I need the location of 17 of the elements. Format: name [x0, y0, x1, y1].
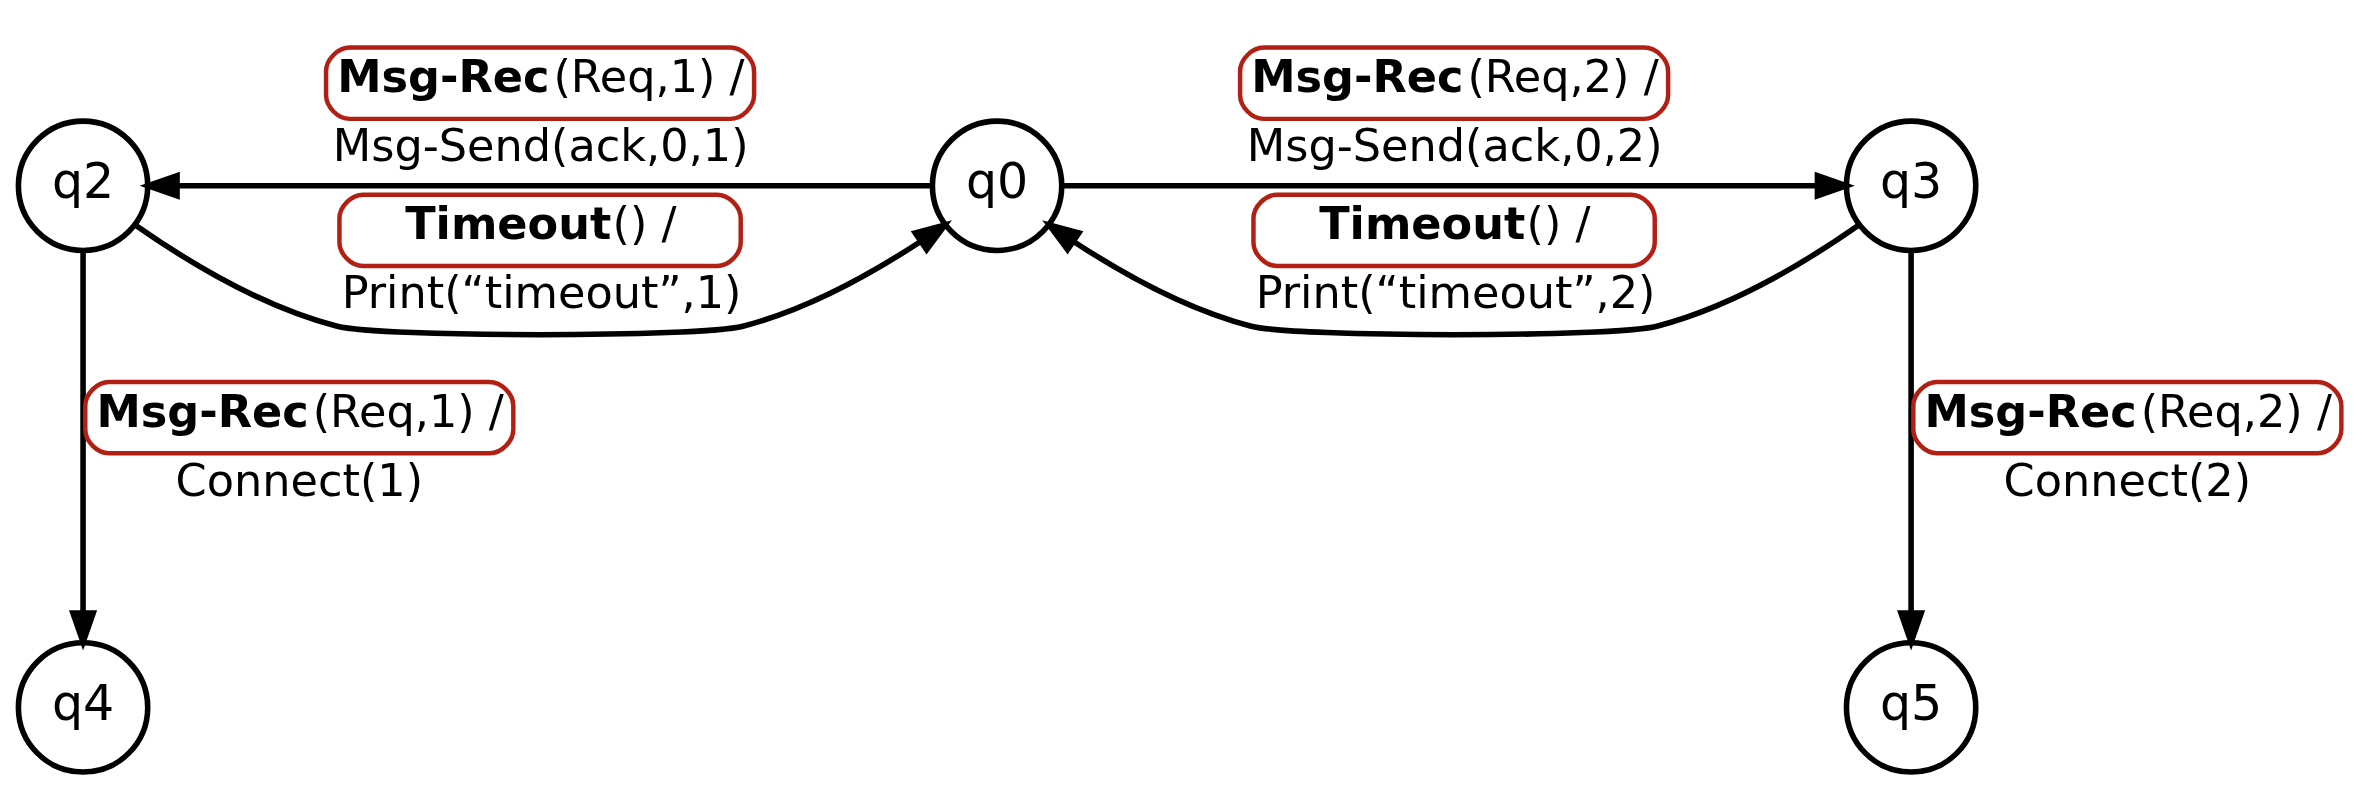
arrow [133, 219, 952, 337]
node-circle: q5 [1843, 639, 1979, 775]
arrow [69, 250, 98, 650]
edge-label: Timeout() / Print(“timeout”,1) [341, 197, 742, 319]
node-circle: q4 [15, 639, 151, 775]
arrow [139, 171, 933, 200]
edge-label: Msg-Rec(Req,2) / Connect(2) [1924, 385, 2332, 507]
edge-label: Msg-Rec(Req,2) / Msg-Send(ack,0,2) [1246, 50, 1663, 172]
arrow [1062, 171, 1855, 200]
edge-label: Timeout() / Print(“timeout”,2) [1255, 197, 1656, 319]
node-circle: q2 [15, 117, 151, 253]
node-circle: q3 [1843, 117, 1979, 253]
arrow [1897, 250, 1926, 650]
edge-label: Msg-Rec(Req,1) / Msg-Send(ack,0,1) [332, 50, 749, 172]
edge-label: Msg-Rec(Req,1) / Connect(1) [96, 385, 504, 507]
arrow [1042, 219, 1861, 337]
node-circle: q0 [929, 117, 1065, 253]
